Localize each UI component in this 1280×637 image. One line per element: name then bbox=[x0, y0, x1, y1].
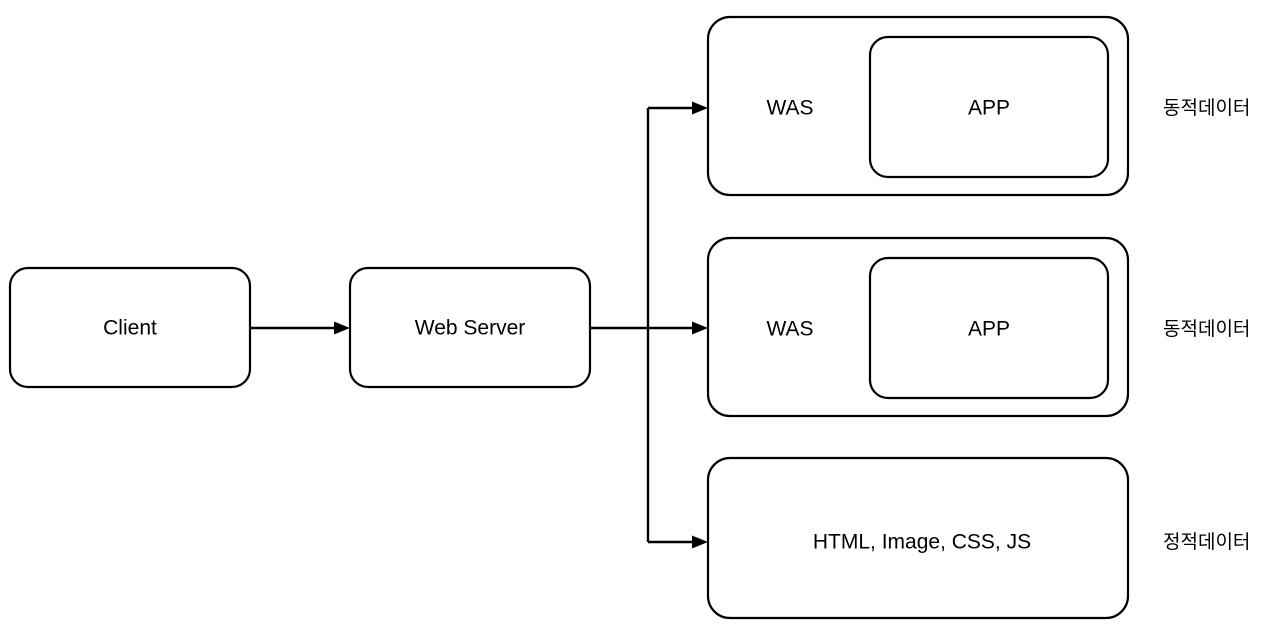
node-was-2[interactable]: WAS APP bbox=[706, 236, 1130, 418]
node-client-label: Client bbox=[103, 317, 157, 340]
node-app-2-label: APP bbox=[968, 318, 1010, 341]
arrow-head-icon bbox=[692, 321, 708, 335]
side-label-static-data: 정적데이터 bbox=[1163, 531, 1250, 553]
edge-client-to-webserver bbox=[250, 321, 350, 335]
edge-webserver-to-static bbox=[648, 535, 708, 549]
side-label-dynamic-data-1: 동적데이터 bbox=[1163, 97, 1250, 119]
node-static-resources-label: HTML, Image, CSS, JS bbox=[813, 531, 1031, 554]
node-was-1[interactable]: WAS APP bbox=[706, 15, 1130, 197]
arrow-head-icon bbox=[692, 535, 708, 549]
node-app-2[interactable]: APP bbox=[868, 256, 1110, 400]
node-static-resources[interactable]: HTML, Image, CSS, JS bbox=[706, 456, 1130, 620]
node-app-1-label: APP bbox=[968, 97, 1010, 120]
edge-webserver-trunk bbox=[590, 108, 708, 542]
node-was-2-label: WAS bbox=[766, 318, 813, 341]
node-was-1-label: WAS bbox=[766, 97, 813, 120]
node-web-server-label: Web Server bbox=[415, 317, 526, 340]
node-app-1[interactable]: APP bbox=[868, 35, 1110, 179]
node-web-server[interactable]: Web Server bbox=[348, 266, 592, 389]
arrow-head-icon bbox=[692, 101, 708, 115]
node-client[interactable]: Client bbox=[8, 266, 252, 389]
side-label-dynamic-data-2: 동적데이터 bbox=[1163, 318, 1250, 340]
edge-webserver-to-was1 bbox=[648, 101, 708, 115]
arrow-head-icon bbox=[334, 321, 350, 335]
